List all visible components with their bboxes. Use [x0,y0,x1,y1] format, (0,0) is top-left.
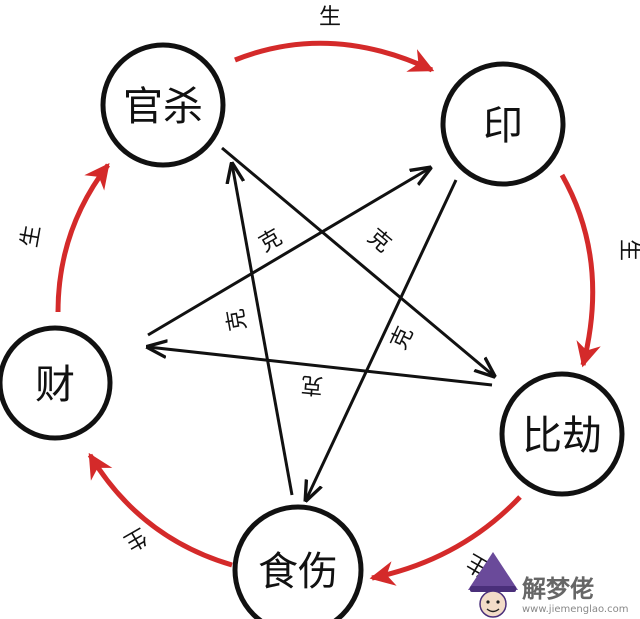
node-label: 食伤 [258,549,338,595]
node-yin: 印 [440,61,566,187]
ke-label: 克 [386,323,418,354]
watermark-url: www.jiemenglao.com [522,604,628,615]
ke-edge-shishang-guansha [232,164,294,496]
ke-label: 克 [363,224,396,257]
node-label: 比劫 [522,413,602,459]
ke-label: 克 [300,371,324,398]
node-cai: 财 [0,325,113,441]
watermark-title: 解梦佬 [522,575,594,603]
node-bijie: 比劫 [499,371,625,497]
sheng-edge-bijie-shishang [369,495,522,586]
ke-label: 克 [223,307,251,333]
sheng-label: 生 [616,239,640,261]
sheng-edge-guansha-yin [234,40,435,73]
ke-edge-guansha-bijie [221,146,494,376]
mascot-logo-icon [468,552,518,618]
node-label: 官杀 [123,84,203,130]
sheng-label: 生 [319,5,341,30]
node-shishang: 食伤 [232,504,364,619]
sheng-edge-shishang-cai [87,452,233,568]
sheng-label: 生 [17,223,45,249]
node-guansha: 官杀 [100,42,226,168]
ke-edge-bijie-cai [148,347,493,387]
sheng-edge-cai-guansha [55,163,110,313]
sheng-label: 生 [119,522,151,555]
ke-edge-yin-shishang [306,179,458,500]
watermark: 解梦佬 www.jiemenglao.com [468,552,628,618]
node-label: 印 [483,103,523,149]
ke-edge-cai-yin [147,168,430,337]
node-label: 财 [35,362,75,408]
sheng-edge-yin-bijie [559,173,601,368]
ke-label: 克 [255,225,287,258]
